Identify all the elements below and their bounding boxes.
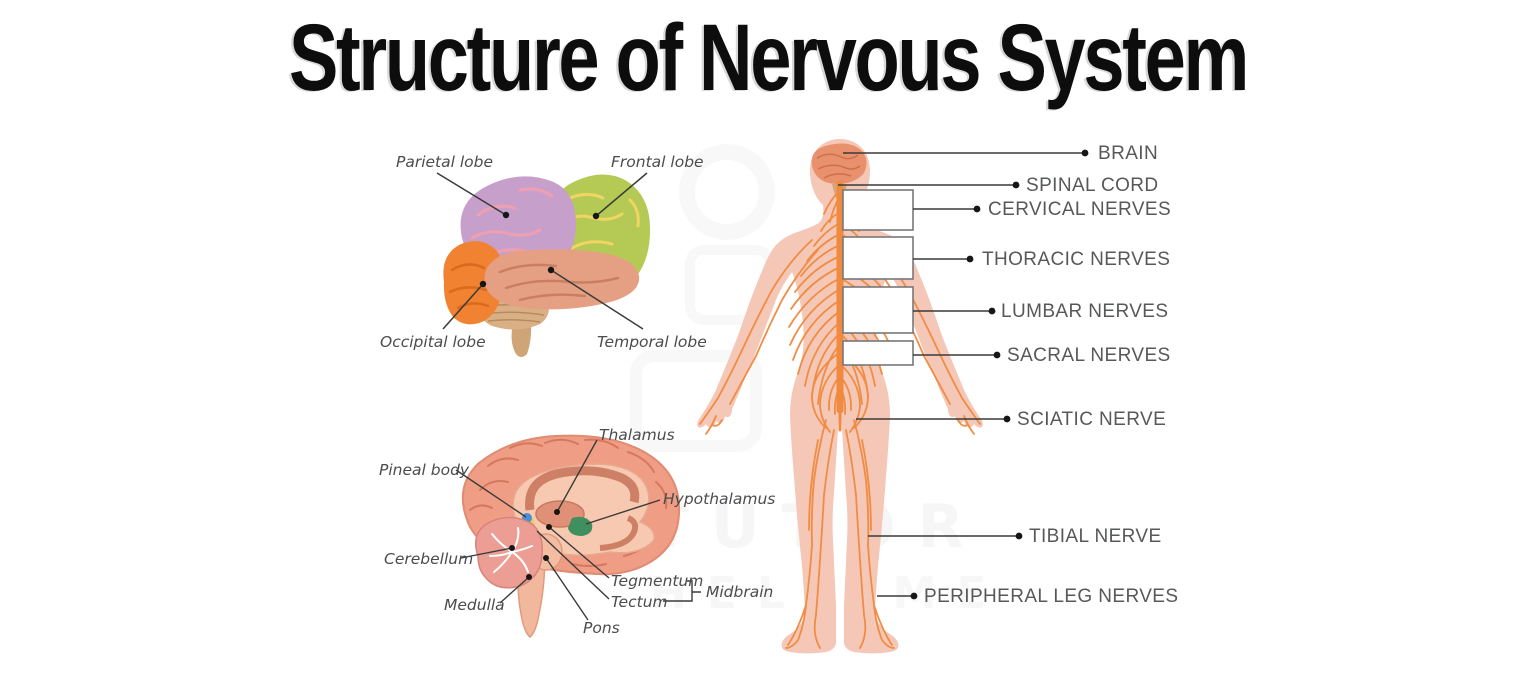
label-temporal-lobe: Temporal lobe [597,333,707,351]
label-occipital-lobe: Occipital lobe [380,333,486,351]
label-parietal-lobe: Parietal lobe [396,153,494,171]
label-frontal-lobe: Frontal lobe [611,153,704,171]
label-medulla: Medulla [444,596,505,614]
label-thoracic-nerves: THORACIC NERVES [982,249,1171,270]
lateral-brain-leader-lines [436,172,648,330]
lumbar-box [842,286,914,334]
label-brain: BRAIN [1098,143,1159,164]
body-brain [811,143,867,184]
label-lumbar-nerves: LUMBAR NERVES [1001,301,1169,322]
brain-lateral-illustration [436,172,651,357]
body-leader-lines [838,152,1085,597]
label-hypothalamus: Hypothalamus [663,490,776,508]
human-body-illustration [697,139,1089,654]
label-tibial-nerve: TIBIAL NERVE [1029,526,1162,547]
label-midbrain: Midbrain [706,583,774,601]
label-sacral-nerves: SACRAL NERVES [1007,345,1171,366]
midbrain-bracket [663,580,701,602]
sagittal-brain-leader-lines [455,439,701,621]
label-cerebellum: Cerebellum [384,550,474,568]
label-tectum: Tectum [611,593,668,611]
label-thalamus: Thalamus [599,426,675,444]
label-peripheral-leg-nerves: PERIPHERAL LEG NERVES [924,586,1179,607]
watermark-logo-shapes [636,152,770,446]
label-sciatic-nerve: SCIATIC NERVE [1017,409,1167,430]
nerve-region-boxes [842,189,914,366]
label-pons: Pons [583,619,620,637]
label-tegmentum: Tegmentum [611,572,704,590]
sacral-box [842,340,914,366]
label-spinal-cord: SPINAL CORD [1026,175,1159,196]
label-pineal-body: Pineal body [379,461,470,479]
cervical-box [842,189,914,231]
page-title: Structure of Nervous System [288,5,1249,111]
label-cervical-nerves: CERVICAL NERVES [988,199,1172,220]
brain-sagittal-illustration [455,434,701,638]
thoracic-box [842,236,914,280]
